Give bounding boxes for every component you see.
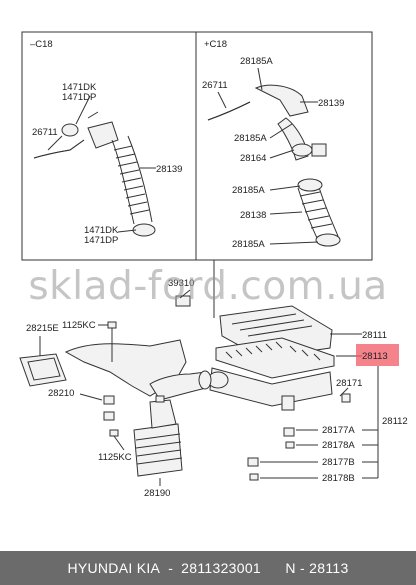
label-28113: 28113 — [362, 351, 388, 362]
bolt-1125kc-2 — [109, 429, 125, 451]
right-intake-hose — [207, 84, 341, 247]
part-28215e — [19, 353, 67, 387]
air-cleaner-assembly — [207, 305, 335, 411]
panel-left-title: –C18 — [30, 39, 53, 50]
label-1471dk-bottom: 1471DK — [84, 225, 119, 236]
panel-with-c18 — [195, 31, 373, 261]
label-28177a: 28177A — [322, 425, 355, 436]
label-28215e: 28215E — [26, 323, 59, 334]
fasteners-right — [247, 393, 351, 481]
label-1471dk-top: 1471DK — [62, 82, 97, 93]
label-28190: 28190 — [144, 488, 170, 499]
footer-part-number: 2811323001 — [181, 560, 261, 576]
duct-28210 — [64, 339, 212, 401]
label-28185a-4: 28185A — [232, 239, 265, 250]
leader-28210 — [79, 393, 103, 401]
label-28138: 28138 — [240, 210, 266, 221]
left-leaders — [47, 95, 156, 233]
highlight-28113 — [356, 344, 399, 366]
label-39310: 39310 — [168, 278, 194, 289]
label-1471dp-bottom: 1471DP — [84, 235, 118, 246]
label-26711-right: 26711 — [202, 80, 228, 91]
label-28139-left: 28139 — [156, 164, 182, 175]
label-1125kc-2: 1125KC — [98, 452, 132, 463]
grommets-28210 — [103, 395, 115, 421]
resonator-28190 — [133, 395, 183, 477]
label-28185a-1: 28185A — [240, 56, 273, 67]
label-28210: 28210 — [48, 388, 74, 399]
footer-bar: HYUNDAI KIA - 2811323001 N - 28113 — [0, 551, 416, 585]
label-28111: 28111 — [362, 330, 387, 341]
label-26711-left: 26711 — [32, 127, 58, 138]
label-28177b: 28177B — [322, 457, 355, 468]
right-leaders — [217, 67, 319, 245]
left-intake-hose — [33, 111, 156, 237]
footer-ref: N - 28113 — [285, 560, 349, 576]
bracket-28112 — [260, 366, 379, 479]
panel-right-title: +C18 — [204, 39, 227, 50]
label-1471dp-top: 1471DP — [62, 92, 96, 103]
label-28185a-2: 28185A — [234, 133, 267, 144]
label-28164: 28164 — [240, 153, 266, 164]
label-1125kc-1: 1125KC — [62, 320, 96, 331]
label-28185a-3: 28185A — [232, 185, 265, 196]
label-28178a: 28178A — [322, 440, 355, 451]
sensor-39310 — [175, 289, 191, 307]
label-28112: 28112 — [382, 416, 408, 427]
footer-brand: HYUNDAI KIA — [67, 560, 161, 576]
label-28139-right: 28139 — [318, 98, 344, 109]
label-28178b: 28178B — [322, 473, 355, 484]
label-28171: 28171 — [336, 378, 362, 389]
